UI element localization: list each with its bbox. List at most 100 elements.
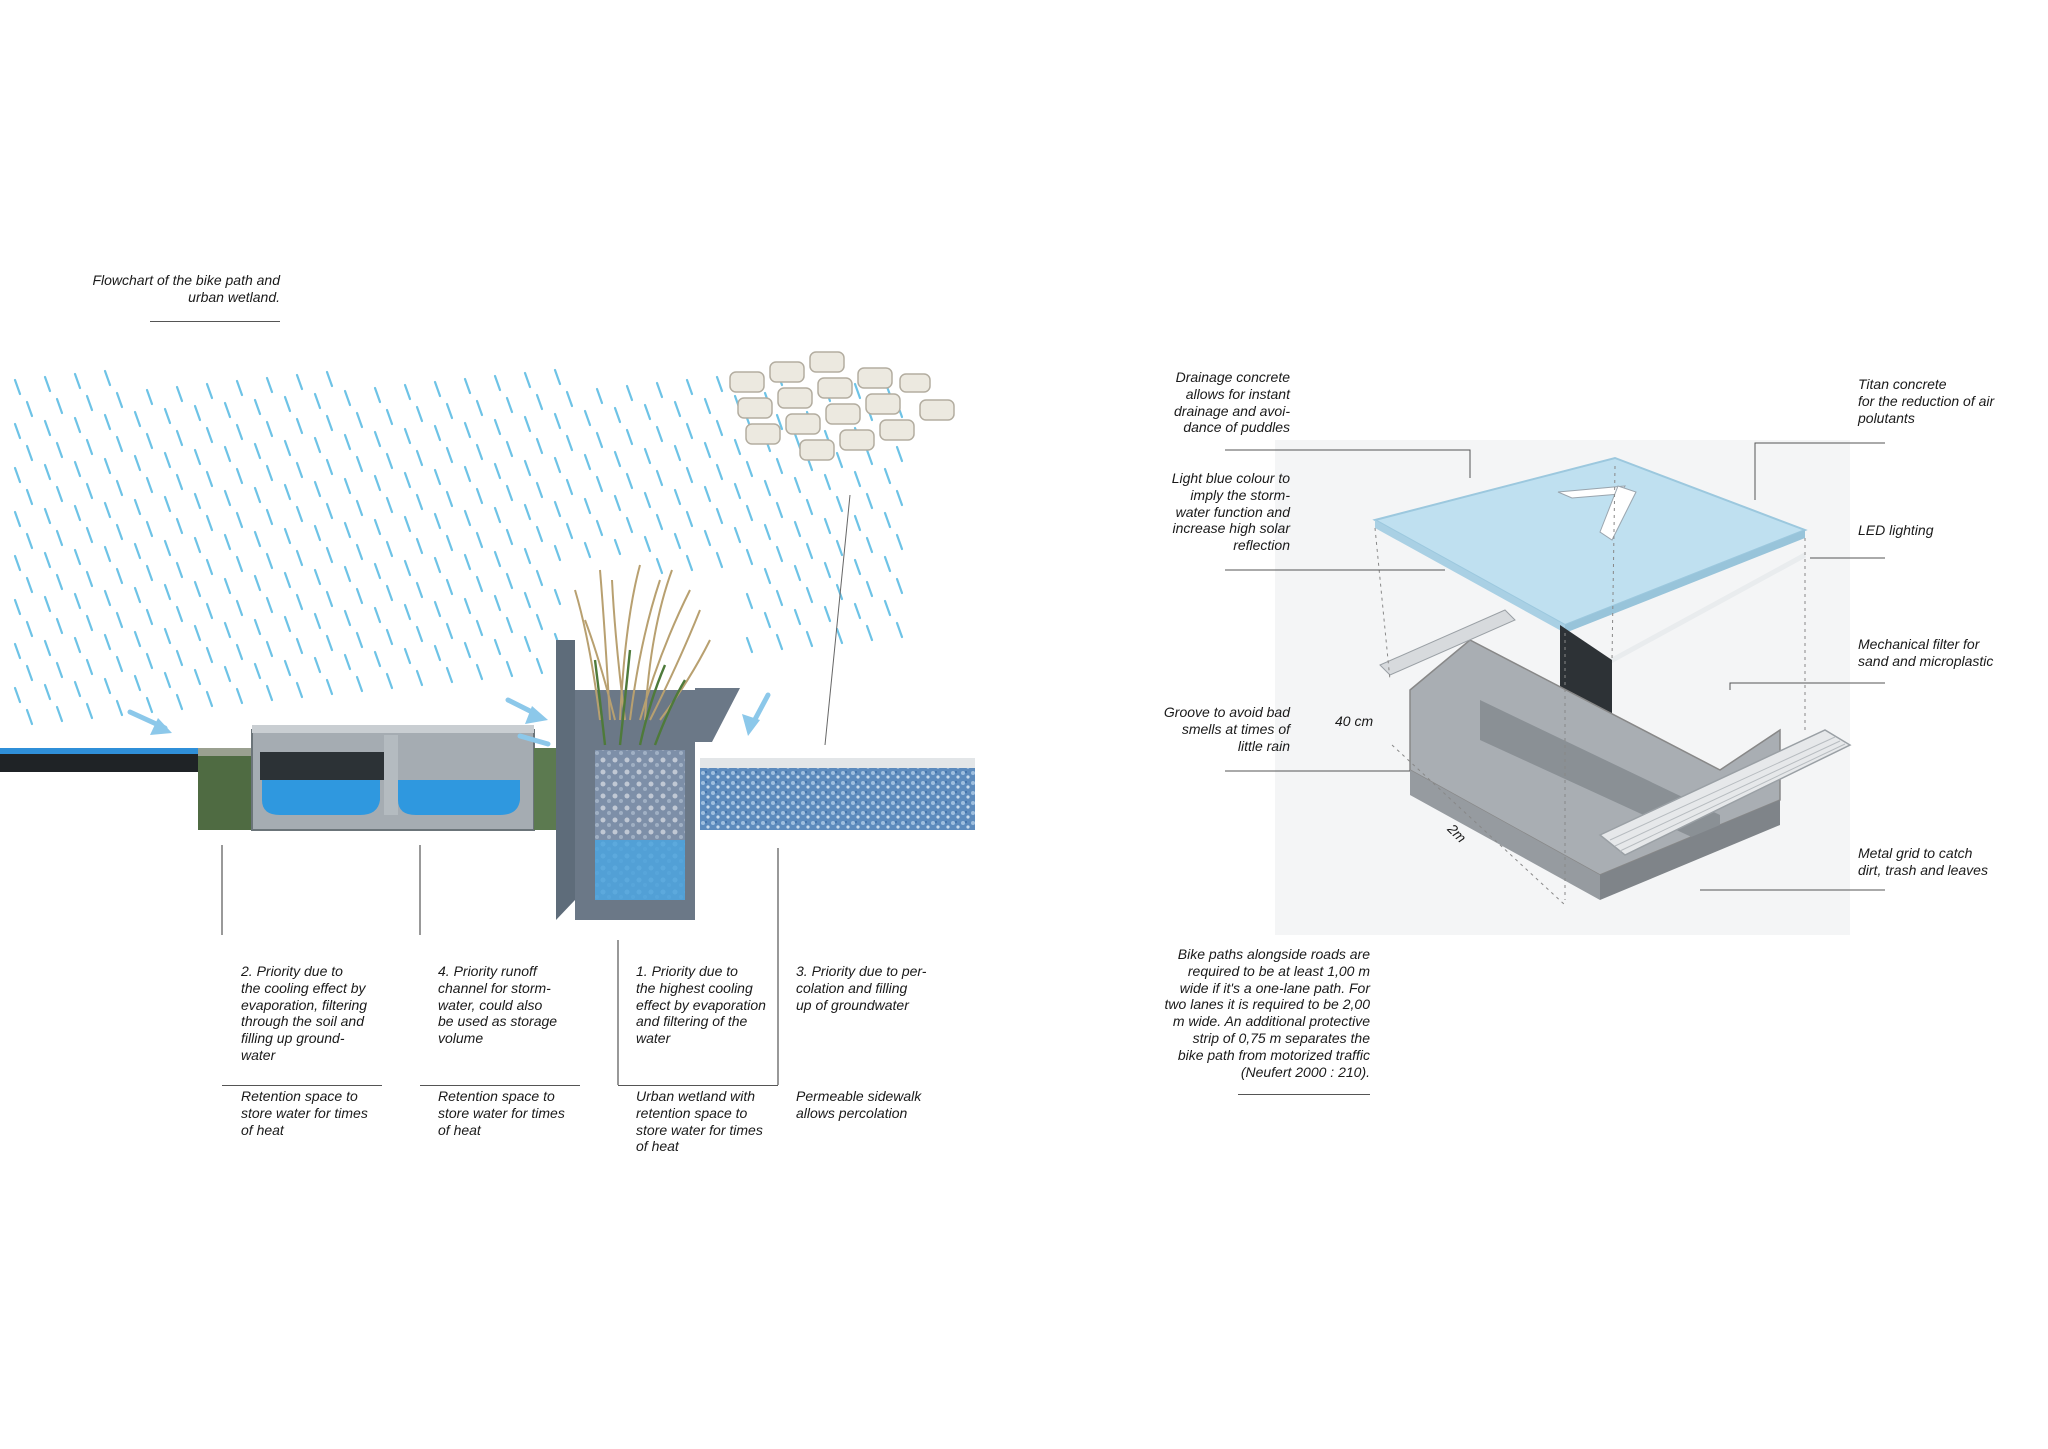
rain-streak xyxy=(145,432,154,450)
rain-streak xyxy=(433,424,442,442)
rain-streak xyxy=(145,388,154,406)
rain-streak xyxy=(493,374,502,392)
rain-streak xyxy=(475,443,484,461)
rain-streak xyxy=(103,501,112,519)
rain-streak xyxy=(313,392,322,410)
panel-symbol xyxy=(1557,485,1637,541)
rain-streak xyxy=(475,575,484,593)
rain-streak xyxy=(25,620,34,638)
rain-streak xyxy=(145,564,154,582)
label-priority-4-rule xyxy=(420,1085,580,1086)
rain-streak xyxy=(235,599,244,617)
label-priority-1-rule xyxy=(618,1085,778,1086)
rain-streak xyxy=(643,403,652,421)
rain-streak xyxy=(763,567,772,585)
rain-streak xyxy=(445,490,454,508)
rain-streak xyxy=(133,454,142,472)
rain-streak xyxy=(505,572,514,590)
rain-streak xyxy=(355,455,364,473)
rain-streak xyxy=(25,532,34,550)
rain-streak xyxy=(373,650,382,668)
rain-streak xyxy=(703,397,712,415)
rain-streak xyxy=(205,382,214,400)
rain-streak xyxy=(463,377,472,395)
bike-path-note: Bike paths alongside roads are required … xyxy=(1164,946,1370,1080)
rain-streak xyxy=(235,467,244,485)
rain-streak xyxy=(625,428,634,446)
rain-streak xyxy=(703,485,712,503)
rain-streak xyxy=(415,537,424,555)
rain-streak xyxy=(493,594,502,612)
rain-streak xyxy=(325,546,334,564)
rain-streak xyxy=(553,544,562,562)
rain-streak xyxy=(793,432,802,450)
label-titan-concrete: Titan concrete for the reduction of air … xyxy=(1858,376,1995,426)
rain-streak xyxy=(445,534,454,552)
rain-streak xyxy=(73,636,82,654)
rain-streak xyxy=(463,465,472,483)
rain-streak xyxy=(655,381,664,399)
rain-streak xyxy=(253,486,262,504)
rain-streak xyxy=(523,459,532,477)
label-metal-grid: Metal grid to catch dirt, trash and leav… xyxy=(1858,845,1988,878)
rain-streak xyxy=(745,592,754,610)
rain-streak xyxy=(835,539,844,557)
rain-streak xyxy=(673,444,682,462)
rain-streak xyxy=(403,515,412,533)
led-strip xyxy=(1583,552,1807,678)
rain-streak xyxy=(13,686,22,704)
rain-streak xyxy=(103,589,112,607)
rain-streak xyxy=(145,520,154,538)
rain-streak xyxy=(175,649,184,667)
rain-streak xyxy=(565,522,574,540)
rain-streak xyxy=(115,523,124,541)
rain-streak xyxy=(523,591,532,609)
rain-streak xyxy=(763,523,772,541)
rain-streak xyxy=(133,498,142,516)
rain-streak xyxy=(883,511,892,529)
wetland-overhang xyxy=(695,688,740,742)
rain-streak xyxy=(265,596,274,614)
rain-streak xyxy=(193,492,202,510)
rain-streak xyxy=(55,485,64,503)
rain-streak xyxy=(193,668,202,686)
rain-streak xyxy=(13,598,22,616)
rain-streak xyxy=(523,503,532,521)
rain-streak xyxy=(523,415,532,433)
rain-streak xyxy=(343,653,352,671)
rain-streak xyxy=(655,425,664,443)
rain-streak xyxy=(775,589,784,607)
rain-streak xyxy=(355,587,364,605)
rain-streak xyxy=(745,504,754,522)
rain-streak xyxy=(295,549,304,567)
label-light-blue-colour: Light blue colour to imply the storm- wa… xyxy=(1171,470,1290,554)
rain-streak xyxy=(763,479,772,497)
rain-streak xyxy=(283,659,292,677)
rain-streaks xyxy=(13,368,904,726)
rain-streak xyxy=(115,699,124,717)
label-note-4: Retention space to store water for times… xyxy=(438,1088,565,1138)
rain-streak xyxy=(445,578,454,596)
rain-streak xyxy=(43,683,52,701)
rain-streak xyxy=(373,430,382,448)
rain-streak xyxy=(505,616,514,634)
rain-streak xyxy=(265,640,274,658)
rain-streak xyxy=(343,433,352,451)
rain-streak xyxy=(835,627,844,645)
rain-streak xyxy=(865,580,874,598)
rain-streak xyxy=(193,536,202,554)
rain-streak xyxy=(85,482,94,500)
road-asphalt xyxy=(0,750,200,772)
rain-streak xyxy=(283,439,292,457)
rain-streak xyxy=(583,541,592,559)
rain-streak xyxy=(475,487,484,505)
rain-streak xyxy=(535,481,544,499)
rain-streak xyxy=(463,641,472,659)
rain-streak xyxy=(835,583,844,601)
rain-streak xyxy=(373,562,382,580)
rain-streak xyxy=(823,473,832,491)
rain-streak xyxy=(265,684,274,702)
rain-streak xyxy=(565,434,574,452)
rain-streak xyxy=(163,495,172,513)
